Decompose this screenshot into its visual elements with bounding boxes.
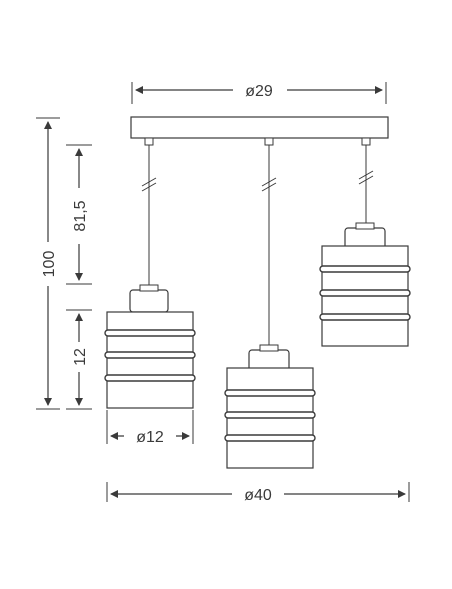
cable-length-dimension: 81,5 [66,144,92,285]
canopy-width-label: ø29 [245,83,273,100]
shade-height-label: 12 [72,348,89,366]
lamp-right [319,222,411,347]
canopy-width-dimension: ø29 [131,80,387,104]
cables [141,145,374,348]
cable-connectors [144,137,371,146]
total-width-dimension: ø40 [106,482,410,504]
ceiling-canopy [130,116,389,139]
total-width-label: ø40 [244,487,272,504]
lamp-middle [224,344,316,469]
shade-diameter-label: ø12 [136,429,164,446]
shade-diameter-dimension: ø12 [106,410,194,446]
shade-height-dimension: 12 [66,309,92,410]
total-height-dimension: 100 [36,117,60,410]
cable-length-label: 81,5 [72,200,89,231]
total-height-label: 100 [41,251,58,278]
lamp-left [104,284,196,409]
